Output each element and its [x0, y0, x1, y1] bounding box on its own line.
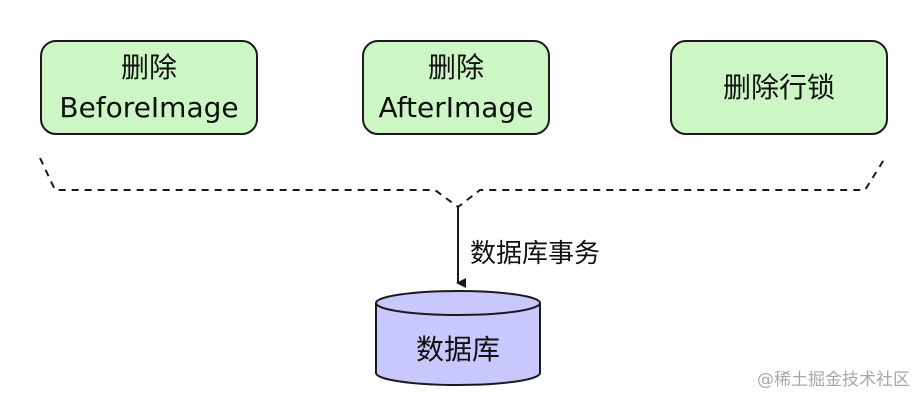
group-brace	[39, 157, 886, 209]
database-label: 数据库	[415, 333, 500, 366]
transaction-label: 数据库事务	[470, 239, 601, 269]
database-cylinder	[375, 290, 541, 386]
box-delete-after-image: 删除 AfterImage	[362, 40, 550, 135]
box-label-line1: 删除	[427, 50, 484, 84]
box-delete-row-lock: 删除行锁	[670, 40, 888, 135]
box-delete-before-image: 删除 BeforeImage	[40, 40, 258, 135]
watermark: @稀土掘金技术社区	[757, 370, 910, 390]
box-label-line2: BeforeImage	[59, 90, 239, 124]
box-label-line1: 删除	[120, 50, 177, 84]
box-label-line1: 删除行锁	[722, 70, 835, 104]
box-label-line2: AfterImage	[378, 90, 534, 124]
